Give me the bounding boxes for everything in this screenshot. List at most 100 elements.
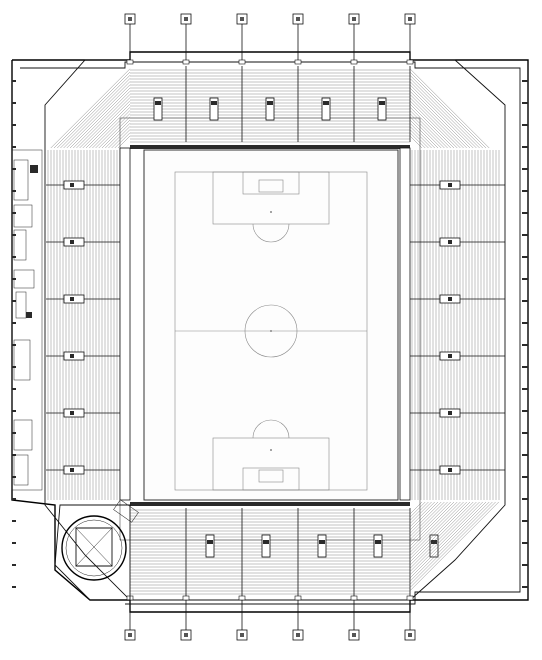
moat-bands <box>130 145 410 506</box>
west-perimeter-tick <box>12 102 16 104</box>
south-east-corner-row <box>409 501 448 540</box>
west-vomitory-mark <box>70 297 74 301</box>
south-vomitory <box>261 534 271 558</box>
east-perimeter-tick <box>522 344 528 346</box>
south-vomitory <box>317 534 327 558</box>
west-perimeter-tick <box>12 388 16 390</box>
south-east-corner-row <box>409 501 474 566</box>
east-perimeter-tick <box>522 366 528 368</box>
mast-core-top <box>184 17 188 21</box>
north-west-corner-row <box>63 81 131 149</box>
west-perimeter-tick <box>12 498 16 500</box>
north-east-corner-row <box>409 129 429 149</box>
north-east-corner-row <box>409 68 490 149</box>
north-west-corner-row <box>73 91 131 149</box>
west-perimeter-tick <box>12 146 16 148</box>
east-vomitory-mark <box>448 411 452 415</box>
north-west-corner-row <box>50 68 131 149</box>
south-east-corner-row <box>409 501 493 585</box>
north-east-corner-row <box>409 81 477 149</box>
north-east-corner-row <box>409 116 442 149</box>
south-vomitory-mark <box>375 540 381 544</box>
mast-anchor-bottom <box>238 595 246 601</box>
mast-anchor-bottom <box>350 595 358 601</box>
south-east-corner-row <box>409 501 467 559</box>
east-perimeter-tick <box>522 80 528 82</box>
north-vomitory <box>321 97 331 121</box>
north-west-corner-row <box>57 75 131 149</box>
west-perimeter-tick <box>12 80 16 82</box>
north-west-corner-row <box>82 100 131 149</box>
north-east-corner-row <box>409 71 487 149</box>
north-vomitory <box>209 97 219 121</box>
east-perimeter-tick <box>522 168 528 170</box>
east-vomitory-mark <box>448 183 452 187</box>
north-west-corner-row <box>85 103 131 149</box>
south-east-corner-row <box>409 501 499 591</box>
south-east-corner-row <box>409 501 455 547</box>
west-perimeter-tick <box>12 300 16 302</box>
north-east-corner-row <box>409 132 426 149</box>
mast-core-bottom <box>352 633 356 637</box>
mast-anchor-top <box>182 59 190 65</box>
west-perimeter-tick <box>12 520 16 522</box>
east-perimeter-tick <box>522 146 528 148</box>
mast-core-bottom <box>240 633 244 637</box>
north-west-corner-row <box>69 87 131 149</box>
south-east-corner-row <box>409 501 442 534</box>
north-west-corner-row <box>92 110 131 149</box>
south-east-corner-row <box>409 501 435 527</box>
east-perimeter-tick <box>522 586 528 588</box>
south-vomitory-mark <box>319 540 325 544</box>
east-vomitory-mark <box>448 468 452 472</box>
south-east-corner-row <box>409 501 461 553</box>
mast-anchor-top <box>350 59 358 65</box>
east-vomitory-mark <box>448 240 452 244</box>
goal-bottom <box>258 469 284 483</box>
north-vomitory-mark <box>211 101 217 105</box>
east-perimeter-tick <box>522 388 528 390</box>
mast-anchor-top <box>294 59 302 65</box>
east-perimeter-tick <box>522 102 528 104</box>
west-perimeter-tick <box>12 322 16 324</box>
north-vomitory <box>265 97 275 121</box>
north-west-corner-row <box>66 84 131 149</box>
mast-anchor-bottom <box>182 595 190 601</box>
north-vomitory-mark <box>379 101 385 105</box>
east-perimeter-tick <box>522 542 528 544</box>
east-perimeter-tick <box>522 278 528 280</box>
north-west-corner-row <box>111 129 131 149</box>
north-west-corner-row <box>98 116 131 149</box>
stand-seating-rows <box>46 66 505 598</box>
mast-core-bottom <box>184 633 188 637</box>
east-inner-band <box>399 147 411 501</box>
north-east-corner-row <box>409 126 432 149</box>
east-perimeter-tick <box>522 564 528 566</box>
south-vomitory <box>373 534 383 558</box>
east-perimeter-tick <box>522 256 528 258</box>
south-vomitory-mark <box>431 540 437 544</box>
north-vomitory <box>377 97 387 121</box>
north-east-corner-row <box>409 94 464 149</box>
north-vomitory <box>153 97 163 121</box>
mast-core-top <box>352 17 356 21</box>
south-east-corner-row <box>409 501 483 575</box>
goal-top <box>258 179 284 193</box>
north-west-corner-row <box>60 78 131 149</box>
mast-anchor-top <box>126 59 134 65</box>
north-east-corner-row <box>409 107 451 149</box>
north-west-corner-row <box>89 107 131 149</box>
south-east-corner-row <box>409 501 451 543</box>
north-vomitory-mark <box>155 101 161 105</box>
south-east-corner-row <box>409 501 471 563</box>
south-east-corner-row <box>409 501 490 582</box>
east-perimeter-tick <box>522 454 528 456</box>
north-west-corner-row <box>76 94 131 149</box>
east-perimeter-tick <box>522 322 528 324</box>
south-east-corner-row <box>409 501 477 569</box>
mast-anchor-top <box>406 59 414 65</box>
north-vomitory-mark <box>267 101 273 105</box>
west-vomitory-mark <box>70 240 74 244</box>
mast-core-top <box>128 17 132 21</box>
north-west-corner-row <box>79 97 131 149</box>
